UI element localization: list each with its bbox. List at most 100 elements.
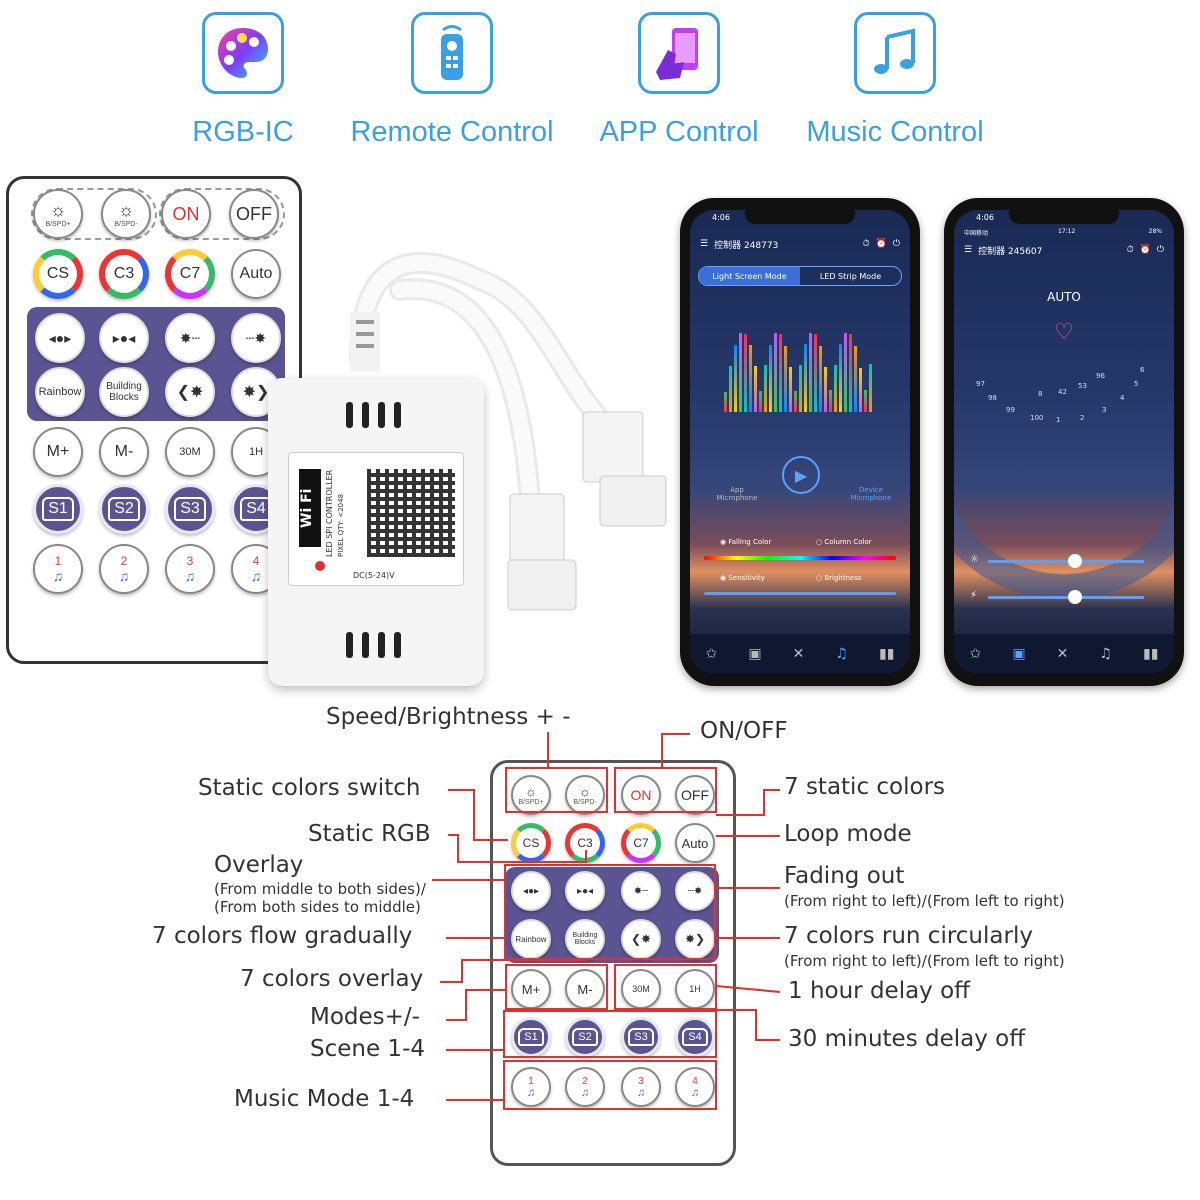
power-icon[interactable]: ⏻ bbox=[892, 239, 900, 249]
run-left-button[interactable]: ❮✸ bbox=[165, 367, 215, 417]
phone-screen: 4:06 中国移动 17:12 28% ☰ 控制器 245607 ⏱ ⏰ ⏻ A… bbox=[954, 210, 1174, 674]
label-fading-sub: (From right to left)/(From left to right… bbox=[784, 892, 1065, 910]
on-button[interactable]: ON bbox=[621, 775, 661, 815]
equalizer-bar bbox=[859, 368, 862, 412]
equalizer-bar bbox=[744, 334, 747, 412]
nav-rbm-icon[interactable]: ▣ bbox=[1012, 646, 1026, 662]
fade-right-button[interactable]: ┄✸ bbox=[675, 871, 715, 911]
tab-led-strip[interactable]: LED Strip Mode bbox=[819, 271, 882, 281]
equalizer-bar bbox=[789, 367, 792, 412]
nav-multicolor-icon[interactable]: ▮▮ bbox=[879, 646, 895, 662]
overlay-out-button[interactable]: ◂●▸ bbox=[35, 313, 85, 363]
falling-color-option[interactable]: ◉ Falling Color bbox=[720, 538, 772, 546]
music-2-button[interactable]: 2♫ bbox=[565, 1067, 605, 1107]
phone-screen: 4:06 ☰ 控制器 248773 ⏱ ⏰ ⏻ Light Screen Mod… bbox=[690, 210, 910, 674]
overlay-in-button[interactable]: ▸●◂ bbox=[565, 871, 605, 911]
c7-button[interactable]: C7 bbox=[165, 249, 215, 299]
app-microphone-label[interactable]: App Microphone bbox=[716, 486, 758, 502]
vent bbox=[362, 402, 369, 428]
play-button[interactable]: ▶ bbox=[782, 456, 820, 494]
scene-3-button[interactable]: S3 bbox=[621, 1017, 661, 1057]
mode-plus-button[interactable]: M+ bbox=[33, 427, 83, 477]
speed-slider[interactable] bbox=[988, 596, 1144, 599]
sensitivity-option[interactable]: ◉ Sensitivity bbox=[720, 574, 765, 582]
mode-dial[interactable] bbox=[954, 450, 1174, 600]
remote-icon bbox=[411, 12, 493, 94]
brightness-slider[interactable] bbox=[988, 560, 1144, 563]
nav-customize-icon[interactable]: ✕ bbox=[1056, 646, 1069, 662]
label-seven-overlay: 7 colors overlay bbox=[240, 966, 424, 992]
rainbow-button[interactable]: Rainbow bbox=[511, 919, 551, 959]
nav-fixed-icon[interactable]: ✩ bbox=[705, 646, 718, 662]
brightness-option[interactable]: ○ Brightness bbox=[816, 574, 862, 582]
callout-box-modes bbox=[505, 964, 608, 1010]
timer-30m-button[interactable]: 30M bbox=[165, 427, 215, 477]
sensitivity-slider[interactable] bbox=[704, 592, 896, 595]
scene-4-button[interactable]: S4 bbox=[675, 1017, 715, 1057]
timer-icon[interactable]: ⏱ bbox=[1126, 245, 1134, 255]
scene-3-button[interactable]: S3 bbox=[165, 484, 215, 534]
off-button[interactable]: OFF bbox=[229, 189, 279, 239]
c3-button[interactable]: C3 bbox=[99, 249, 149, 299]
speed-down-button[interactable]: ☼B/SPD- bbox=[565, 775, 605, 815]
on-button[interactable]: ON bbox=[161, 189, 211, 239]
nav-fixed-icon[interactable]: ✩ bbox=[969, 646, 982, 662]
tab-light-screen[interactable]: Light Screen Mode bbox=[699, 267, 800, 285]
nav-rbm-icon[interactable]: ▣ bbox=[748, 646, 762, 662]
nav-customize-icon[interactable]: ✕ bbox=[792, 646, 805, 662]
feature-label: RGB-IC bbox=[192, 116, 294, 148]
music-1-button[interactable]: 1♫ bbox=[33, 544, 83, 594]
c3-button[interactable]: C3 bbox=[565, 823, 605, 863]
speed-up-button[interactable]: ☼B/SPD+ bbox=[33, 189, 83, 239]
scene-2-button[interactable]: S2 bbox=[99, 484, 149, 534]
scene-1-button[interactable]: S1 bbox=[511, 1017, 551, 1057]
vent bbox=[394, 632, 401, 658]
timer-30m-button[interactable]: 30M bbox=[621, 969, 661, 1009]
speed-down-button[interactable]: ☼B/SPD- bbox=[101, 189, 151, 239]
timer-icon[interactable]: ⏱ bbox=[862, 239, 870, 249]
fade-left-button[interactable]: ✸┄ bbox=[621, 871, 661, 911]
status-time: 4:06 bbox=[976, 213, 994, 222]
rainbow-button[interactable]: Rainbow bbox=[35, 367, 85, 417]
building-blocks-button[interactable]: Building Blocks bbox=[99, 367, 149, 417]
mode-minus-button[interactable]: M- bbox=[99, 427, 149, 477]
speed-up-button[interactable]: ☼B/SPD+ bbox=[511, 775, 551, 815]
power-icon[interactable]: ⏻ bbox=[1156, 245, 1164, 255]
column-color-option[interactable]: ○ Column Color bbox=[816, 538, 872, 546]
music-3-button[interactable]: 3♫ bbox=[621, 1067, 661, 1107]
speed-knob[interactable] bbox=[1068, 590, 1082, 604]
music-3-button[interactable]: 3♫ bbox=[165, 544, 215, 594]
callout-box-scenes bbox=[503, 1010, 717, 1058]
timer-1h-button[interactable]: 1H bbox=[675, 969, 715, 1009]
menu-icon[interactable]: ☰ bbox=[700, 239, 709, 249]
nav-multicolor-icon[interactable]: ▮▮ bbox=[1143, 646, 1159, 662]
device-microphone-label[interactable]: Device Microphone bbox=[850, 486, 892, 502]
fade-right-button[interactable]: ┄✸ bbox=[231, 313, 281, 363]
device-title: 控制器 248773 bbox=[714, 240, 779, 251]
vent bbox=[378, 402, 385, 428]
auto-button[interactable]: Auto bbox=[231, 249, 281, 299]
label-overlay: Overlay bbox=[214, 852, 304, 878]
alarm-icon[interactable]: ⏰ bbox=[875, 239, 887, 249]
fade-left-button[interactable]: ✸┄ bbox=[165, 313, 215, 363]
brightness-knob[interactable] bbox=[1068, 554, 1082, 568]
cs-button[interactable]: CS bbox=[511, 823, 551, 863]
c7-button[interactable]: C7 bbox=[621, 823, 661, 863]
alarm-icon[interactable]: ⏰ bbox=[1139, 245, 1151, 255]
label-run-circularly: 7 colors run circularly bbox=[784, 923, 1033, 949]
menu-icon[interactable]: ☰ bbox=[964, 245, 973, 255]
pixel-qty: PIXEL QTY: <2048 bbox=[337, 493, 345, 557]
overlay-in-button[interactable]: ▸●◂ bbox=[99, 313, 149, 363]
scene-1-button[interactable]: S1 bbox=[33, 484, 83, 534]
auto-button[interactable]: Auto bbox=[675, 823, 715, 863]
music-4-button[interactable]: 4♫ bbox=[675, 1067, 715, 1107]
music-1-button[interactable]: 1♫ bbox=[511, 1067, 551, 1107]
nav-music-icon[interactable]: ♫ bbox=[1099, 646, 1112, 662]
music-2-button[interactable]: 2♫ bbox=[99, 544, 149, 594]
cs-button[interactable]: CS bbox=[33, 249, 83, 299]
off-button[interactable]: OFF bbox=[675, 775, 715, 815]
scene-2-button[interactable]: S2 bbox=[565, 1017, 605, 1057]
nav-music-icon[interactable]: ♫ bbox=[835, 646, 848, 662]
color-slider[interactable] bbox=[704, 556, 896, 560]
overlay-out-button[interactable]: ◂●▸ bbox=[511, 871, 551, 911]
